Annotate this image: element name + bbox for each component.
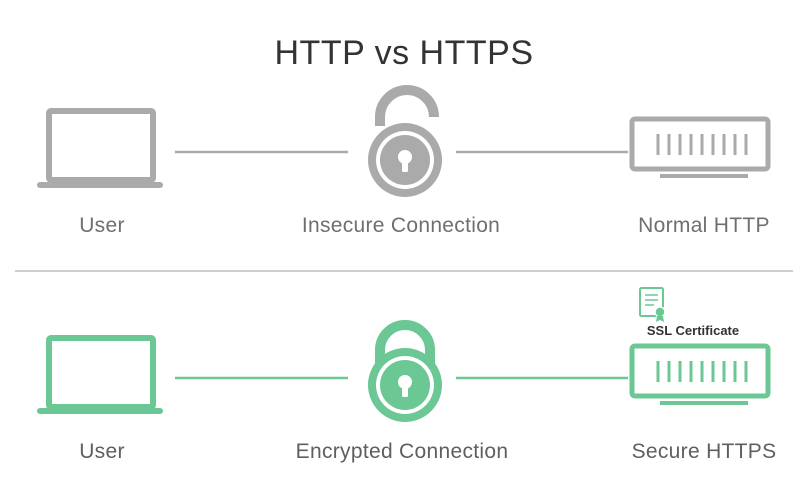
secure-https-label: Secure HTTPS (631, 440, 777, 463)
server-icon (629, 116, 771, 178)
normal-http-label: Normal HTTP (638, 214, 770, 237)
closed-padlock-icon (368, 320, 442, 422)
diagram-title: HTTP vs HTTPS (274, 34, 534, 72)
http-user-label: User (79, 214, 125, 237)
encrypted-connection-label: Encrypted Connection (295, 440, 509, 463)
http-row (37, 85, 771, 197)
user-laptop-icon (37, 108, 163, 188)
user-laptop-icon (37, 335, 163, 414)
https-row (37, 287, 771, 422)
server-icon (629, 343, 771, 405)
ssl-certificate-label: SSL Certificate (646, 323, 740, 338)
https-user-label: User (79, 440, 125, 463)
open-padlock-icon (368, 85, 442, 197)
insecure-connection-label: Insecure Connection (301, 214, 501, 237)
certificate-icon (639, 287, 666, 322)
